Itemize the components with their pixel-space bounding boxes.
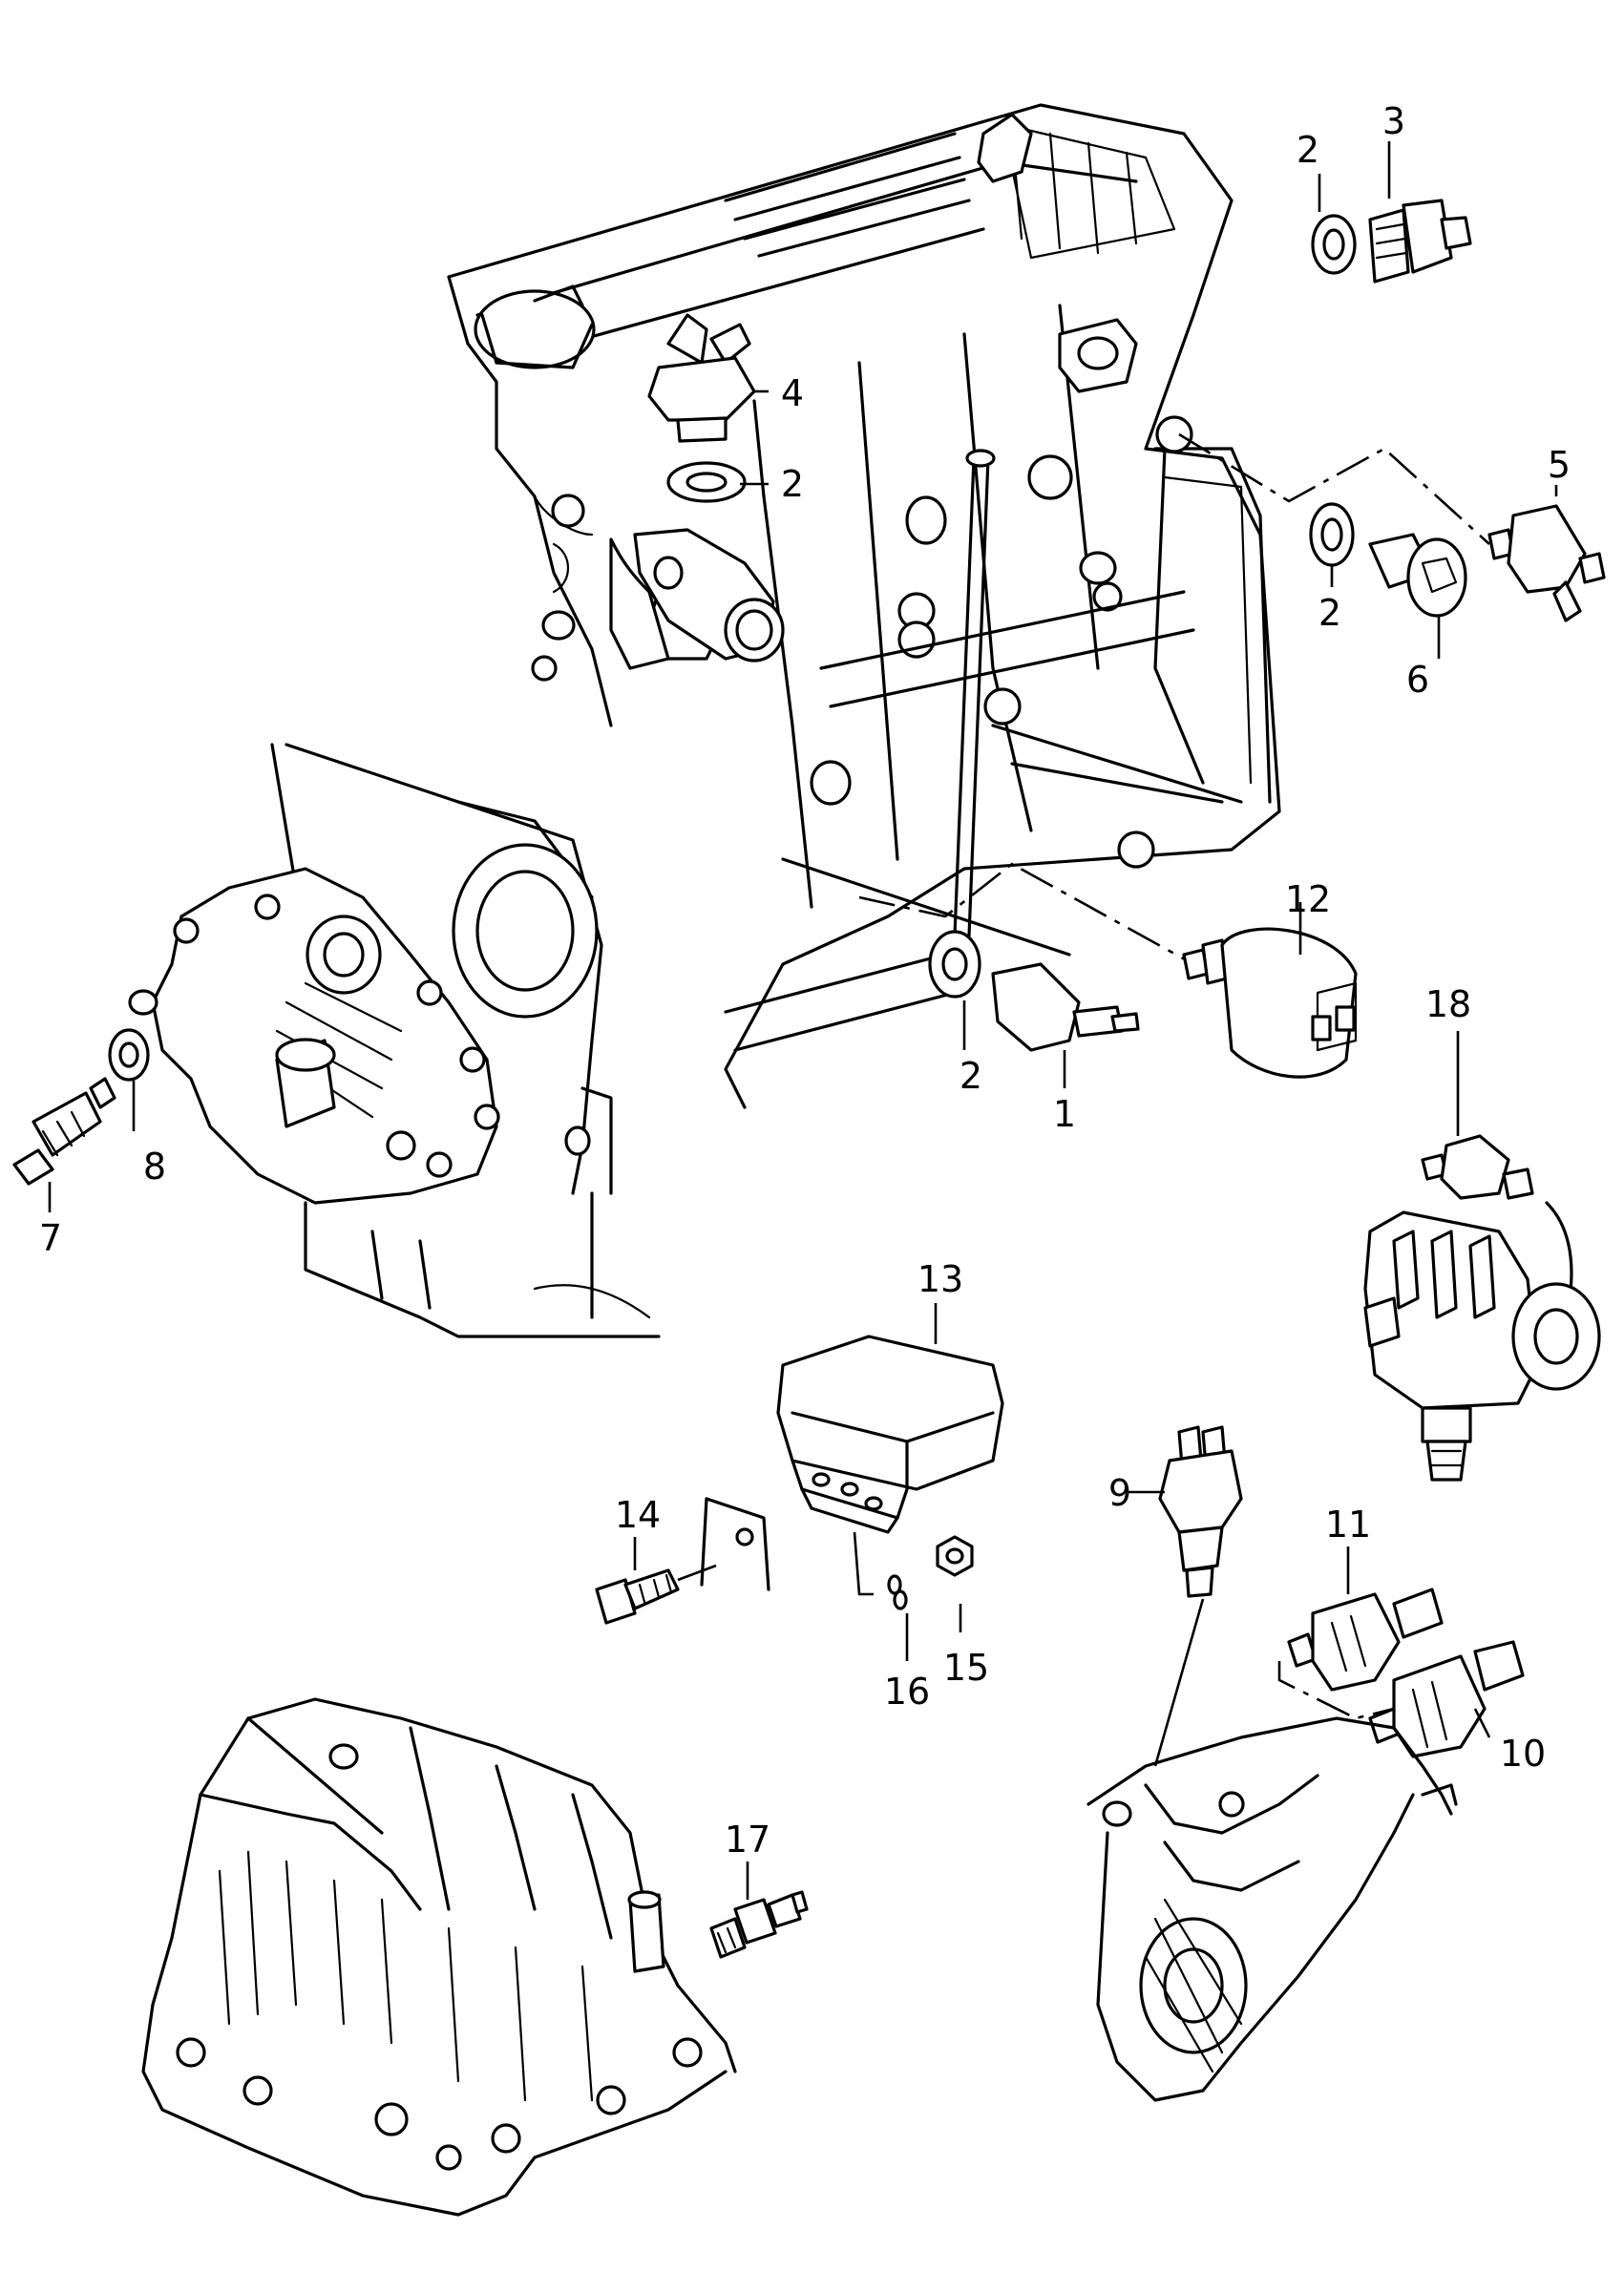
switch-11 — [1287, 1588, 1444, 1692]
assembly-line-5 — [1178, 432, 1490, 545]
callout-14: 14 — [615, 1494, 661, 1536]
assembly-line-1 — [858, 862, 1194, 966]
callout-17: 18 — [1425, 983, 1471, 1025]
callout-11: 11 — [1325, 1504, 1371, 1546]
bracket — [700, 1497, 770, 1591]
sender-7 — [12, 1077, 116, 1186]
leader-14 — [677, 1564, 717, 1582]
callout-2d: 2 — [960, 1055, 982, 1097]
seal-ring-low — [928, 930, 981, 999]
screw-plug-6 — [1368, 533, 1467, 618]
coolant-union — [633, 528, 785, 663]
callout-16: 16 — [884, 1671, 930, 1713]
sender-9 — [1158, 1425, 1243, 1598]
nut-15 — [936, 1535, 974, 1577]
seal-ring-8 — [108, 1028, 150, 1082]
callout-7: 7 — [39, 1217, 62, 1259]
distributor-17 — [1363, 1134, 1601, 1482]
temperature-sender-5 — [1487, 504, 1606, 622]
leader-lines — [48, 141, 1558, 1900]
leader-16 — [853, 1531, 874, 1596]
callout-13: 13 — [917, 1258, 963, 1300]
callout-15: 15 — [943, 1647, 989, 1689]
oil-pressure-switch — [647, 313, 756, 503]
actuator-12 — [1182, 927, 1358, 1079]
callout-2c: 2 — [1318, 592, 1341, 634]
sender-switch-3 — [1368, 199, 1472, 284]
assembly-line-9 — [1153, 1598, 1205, 1767]
callout-12: 12 — [1285, 878, 1331, 920]
callout-4: 4 — [781, 372, 804, 414]
seal-ring-mid — [1309, 502, 1355, 567]
callout-3: 3 — [1382, 100, 1405, 142]
assembly-line-10 — [1277, 1661, 1395, 1720]
temperature-switch-1 — [991, 962, 1140, 1052]
gearbox-right — [1086, 1716, 1458, 2102]
spring-washer-16 — [887, 1574, 908, 1610]
callout-8: 8 — [143, 1146, 166, 1188]
callout-1: 1 — [1053, 1093, 1076, 1135]
timing-cover-assembly — [128, 743, 661, 1338]
callout-2a: 2 — [1297, 129, 1319, 171]
sender-18 — [709, 1890, 809, 1959]
callout-10: 10 — [1500, 1733, 1546, 1775]
callout-6: 6 — [1406, 659, 1429, 701]
seal-ring-top — [1311, 214, 1357, 275]
callout-5: 5 — [1548, 444, 1571, 486]
control-unit-13 — [776, 1335, 1004, 1534]
callout-9: 9 — [1108, 1472, 1131, 1514]
callout-2b: 2 — [781, 463, 804, 505]
callout-18: 17 — [725, 1819, 770, 1861]
transmission-left — [141, 1697, 737, 2217]
callout-labels: 2 3 4 2 5 2 6 12 2 1 18 8 7 13 14 9 11 1… — [39, 100, 1571, 1861]
bolt-14 — [595, 1568, 680, 1625]
